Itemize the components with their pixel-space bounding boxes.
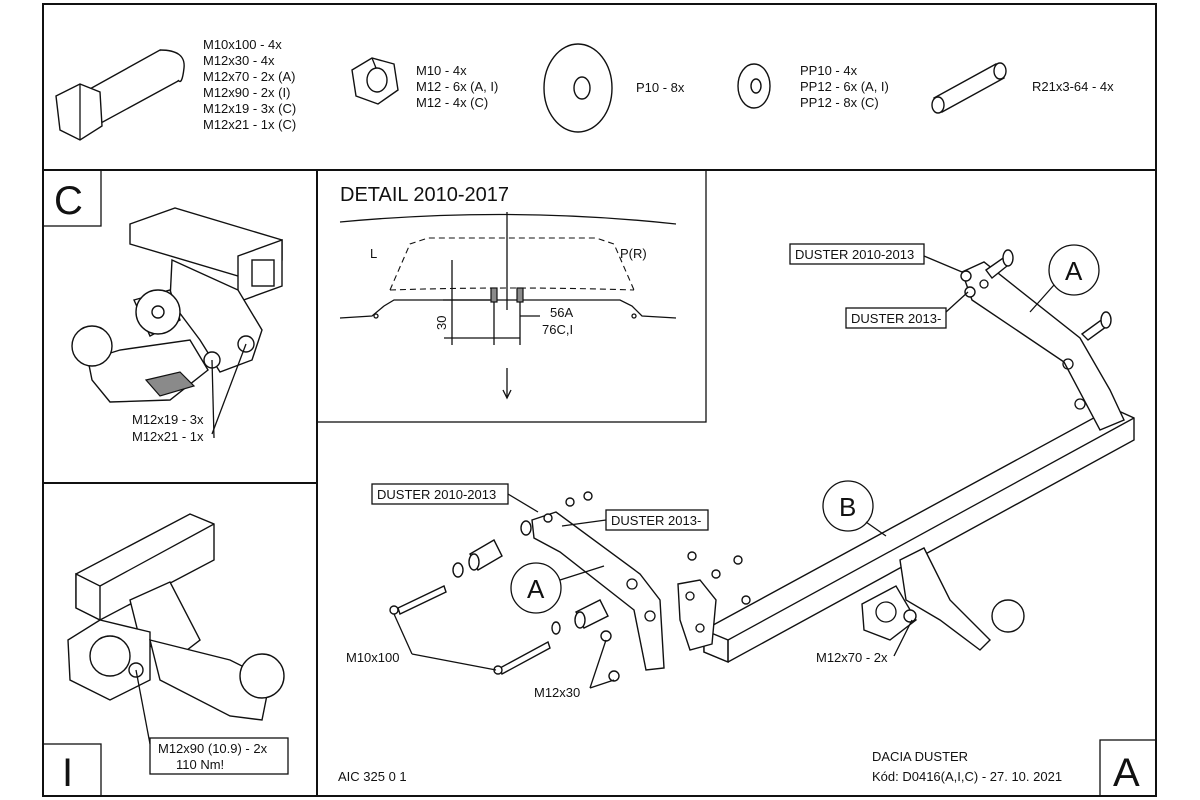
drawing-number: AIC 325 0 1 — [338, 769, 407, 784]
duster-2013-left: DUSTER 2013- — [611, 513, 701, 528]
label-m12x70: M12x70 - 2x — [816, 650, 888, 665]
leader-m12x30-a — [589, 639, 607, 689]
duster-2013-top-leader — [945, 291, 969, 313]
detail-bumper-drawing — [339, 212, 677, 400]
callout-b — [822, 480, 874, 532]
leader-m10x100-a — [393, 613, 413, 655]
panel-c-letter-box — [42, 169, 102, 227]
callout-a-bottom-leader — [559, 565, 605, 581]
part-bolt — [55, 49, 185, 141]
leader-m10x100-b — [411, 653, 497, 671]
leader-m12x70 — [893, 619, 913, 657]
panel-i-label-2: 110 Nm! — [176, 757, 224, 772]
callout-a-bottom — [510, 562, 562, 614]
panel-c-towbar-drawing — [71, 207, 283, 403]
bolt-spec-6: M12x21 - 1x (C) — [203, 117, 296, 132]
duster-2013-top-box — [845, 307, 947, 329]
panel-c-leader-2 — [211, 359, 215, 439]
callout-b-leader — [865, 521, 887, 537]
panel-c-label-2: M12x21 - 1x — [132, 429, 204, 444]
panel-i-towbar-drawing — [67, 513, 285, 721]
model-name: DACIA DUSTER — [872, 749, 968, 764]
washer-small-spec-2: PP12 - 6x (A, I) — [800, 79, 889, 94]
detail-frame — [316, 169, 707, 423]
detail-dim-56: 56A — [550, 305, 573, 320]
duster-2010-left-leader — [507, 493, 539, 513]
bolt-spec-3: M12x70 - 2x (A) — [203, 69, 295, 84]
leader-m12x30-b — [589, 679, 615, 689]
variant-letter: A — [1113, 751, 1140, 795]
loose-hardware — [389, 491, 751, 682]
nut-spec-2: M12 - 6x (A, I) — [416, 79, 498, 94]
duster-2010-top-leader — [923, 255, 963, 273]
drawing-code: Kód: D0416(A,I,C) - 27. 10. 2021 — [872, 769, 1062, 784]
part-washer-small — [737, 63, 771, 109]
detail-dim-76: 76C,I — [542, 322, 573, 337]
duster-2010-top-box — [789, 243, 925, 265]
spacer-spec: R21x3-64 - 4x — [1032, 79, 1114, 94]
outer-frame — [42, 3, 1157, 797]
panel-i-label-1: M12x90 (10.9) - 2x — [158, 741, 268, 756]
part-spacer — [931, 62, 1007, 114]
washer-big-spec: P10 - 8x — [636, 80, 685, 95]
washer-small-list: PP10 - 4x PP12 - 6x (A, I) PP12 - 8x (C) — [800, 63, 889, 110]
part-nut — [351, 57, 399, 105]
duster-2013-top: DUSTER 2013- — [851, 311, 941, 326]
duster-2010-left: DUSTER 2010-2013 — [377, 487, 496, 502]
bolt-spec-2: M12x30 - 4x — [203, 53, 275, 68]
callout-a-top — [1048, 244, 1100, 296]
main-crossbar — [703, 407, 1135, 664]
panel-c-label-1: M12x19 - 3x — [132, 412, 204, 427]
duster-2013-left-leader — [561, 519, 607, 527]
panel-i-label-box — [149, 737, 289, 775]
panel-i-letter-box — [42, 743, 102, 797]
detail-title: DETAIL 2010-2017 — [340, 184, 509, 206]
duster-2010-top: DUSTER 2010-2013 — [795, 247, 914, 262]
bolt-spec-1: M10x100 - 4x — [203, 37, 282, 52]
label-m12x30: M12x30 — [534, 685, 580, 700]
nut-spec-1: M10 - 4x — [416, 63, 467, 78]
panel-c-leader-1 — [211, 343, 247, 435]
detail-left-label: L — [370, 246, 377, 261]
panel-c-letter: C — [54, 179, 83, 223]
panel-i-leader — [135, 669, 151, 745]
right-bracket — [960, 249, 1125, 431]
panel-i-letter: I — [62, 751, 73, 795]
callout-b-letter: B — [839, 492, 856, 522]
variant-letter-box — [1099, 739, 1157, 797]
left-bracket — [531, 511, 717, 671]
washer-small-spec-1: PP10 - 4x — [800, 63, 858, 78]
callout-a-top-letter: A — [1065, 256, 1083, 286]
washer-small-spec-3: PP12 - 8x (C) — [800, 95, 879, 110]
callout-a-bottom-letter: A — [527, 574, 545, 604]
part-washer-big — [543, 43, 613, 133]
callout-a-top-leader — [1029, 284, 1055, 313]
bolt-spec-4: M12x90 - 2x (I) — [203, 85, 290, 100]
detail-dim-30: 30 — [434, 316, 449, 330]
detail-right-label: P(R) — [620, 246, 647, 261]
bolt-list: M10x100 - 4x M12x30 - 4x M12x70 - 2x (A)… — [203, 37, 296, 132]
nut-list: M10 - 4x M12 - 6x (A, I) M12 - 4x (C) — [416, 63, 498, 110]
nut-spec-3: M12 - 4x (C) — [416, 95, 488, 110]
label-m10x100: M10x100 — [346, 650, 399, 665]
hitch-ball-main — [861, 547, 1025, 651]
bolt-spec-5: M12x19 - 3x (C) — [203, 101, 296, 116]
